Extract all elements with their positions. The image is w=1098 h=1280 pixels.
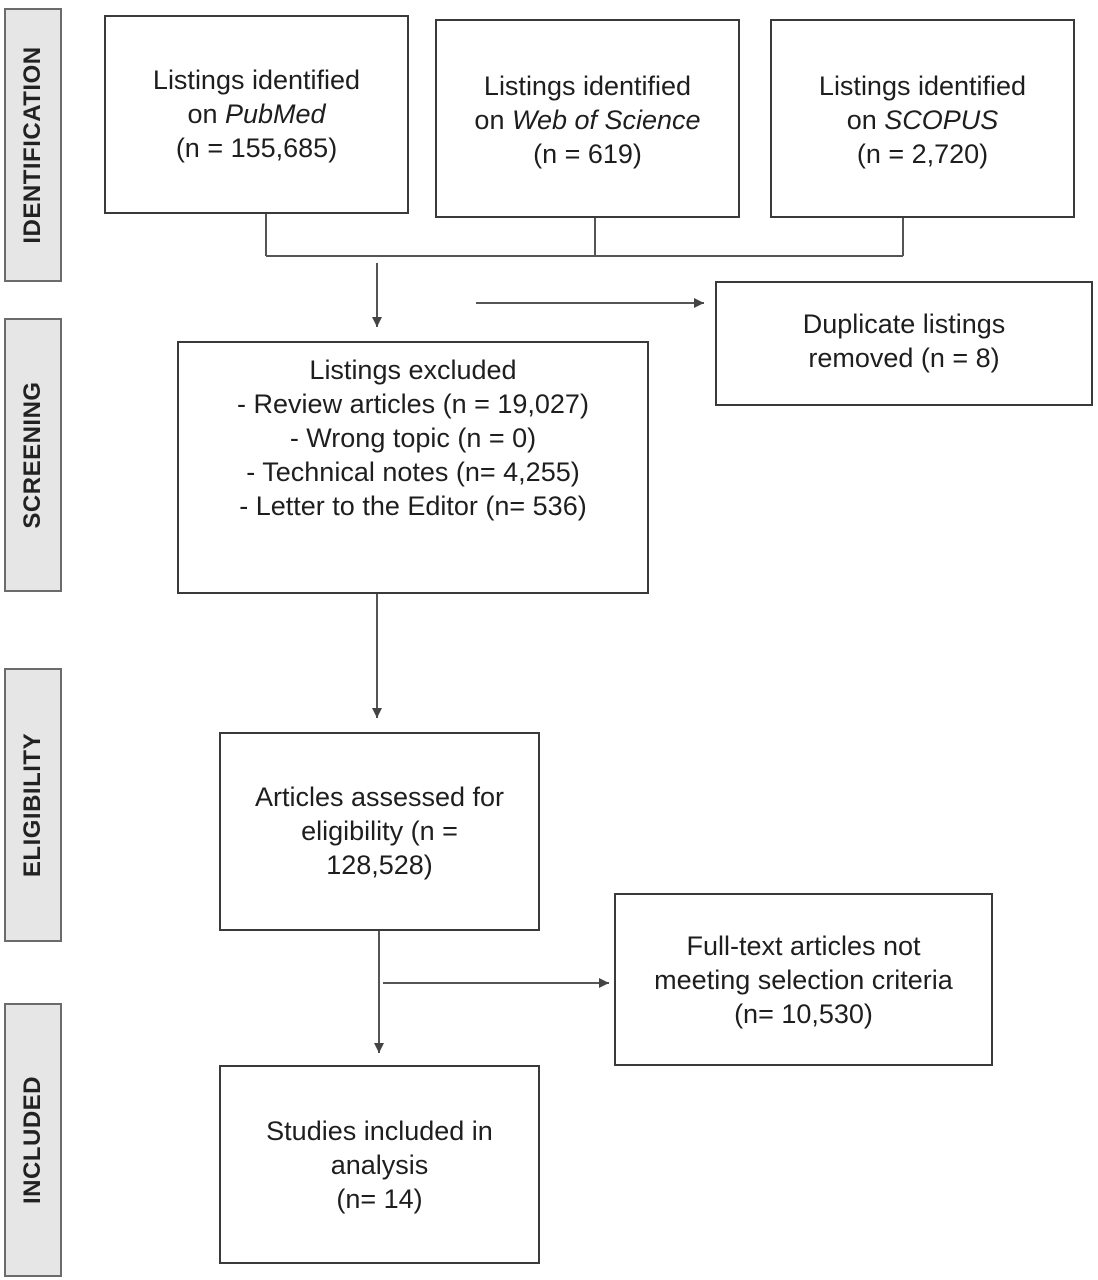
excluded-item: - Letter to the Editor (n= 536) — [239, 491, 587, 521]
included-line1: Studies included in — [266, 1116, 493, 1146]
pubmed-source-name: PubMed — [224, 99, 326, 129]
phase-included: INCLUDED — [4, 1003, 62, 1277]
not-meeting-line3: (n= 10,530) — [734, 999, 873, 1029]
pubmed-line2: on PubMed — [187, 97, 325, 131]
not-meeting-line2: meeting selection criteria — [654, 965, 953, 995]
wos-line2: on Web of Science — [474, 103, 700, 137]
pubmed-line1: Listings identified — [152, 65, 361, 95]
excluded-item: - Wrong topic (n = 0) — [289, 423, 537, 453]
phase-eligibility: ELIGIBILITY — [4, 668, 62, 942]
phase-identification-label: IDENTIFICATION — [19, 46, 46, 244]
assessed-line2: eligibility (n = — [301, 816, 458, 846]
scopus-count: (n = 2,720) — [856, 139, 989, 169]
pubmed-box: Listings identified on PubMed (n = 155,6… — [104, 15, 409, 214]
phase-screening: SCREENING — [4, 318, 62, 592]
included-line3: (n= 14) — [336, 1184, 423, 1214]
included-line2: analysis — [330, 1150, 429, 1180]
phase-included-label: INCLUDED — [19, 1076, 46, 1204]
excluded-box: Listings excluded - Review articles (n =… — [177, 341, 649, 594]
not-meeting-line1: Full-text articles not — [686, 931, 921, 961]
phase-eligibility-label: ELIGIBILITY — [19, 732, 46, 878]
included-box: Studies included in analysis (n= 14) — [219, 1065, 540, 1264]
excluded-title: Listings excluded — [309, 355, 517, 385]
pubmed-count: (n = 155,685) — [175, 133, 338, 163]
duplicates-line1: Duplicate listings — [802, 308, 1006, 339]
scopus-source-name: SCOPUS — [884, 105, 999, 135]
duplicates-line2: removed (n = 8) — [808, 342, 1000, 373]
scopus-prefix: on — [846, 105, 885, 135]
phase-identification: IDENTIFICATION — [4, 8, 62, 282]
phase-screening-label: SCREENING — [19, 381, 46, 529]
assessed-box: Articles assessed for eligibility (n = 1… — [219, 732, 540, 931]
excluded-item: - Review articles (n = 19,027) — [237, 389, 589, 419]
wos-box: Listings identified on Web of Science (n… — [435, 19, 740, 218]
not-meeting-box: Full-text articles not meeting selection… — [614, 893, 993, 1066]
scopus-line2: on SCOPUS — [847, 103, 999, 137]
scopus-line1: Listings identified — [818, 71, 1027, 101]
scopus-box: Listings identified on SCOPUS (n = 2,720… — [770, 19, 1075, 218]
assessed-line3: 128,528) — [326, 850, 433, 880]
wos-count: (n = 619) — [533, 139, 642, 169]
duplicates-box: Duplicate listings removed (n = 8) — [715, 281, 1093, 406]
wos-line1: Listings identified — [483, 71, 692, 101]
wos-prefix: on — [474, 105, 512, 135]
pubmed-prefix: on — [187, 99, 225, 129]
wos-source-name: Web of Science — [511, 105, 701, 135]
excluded-item: - Technical notes (n= 4,255) — [246, 457, 580, 487]
assessed-line1: Articles assessed for — [254, 782, 505, 812]
